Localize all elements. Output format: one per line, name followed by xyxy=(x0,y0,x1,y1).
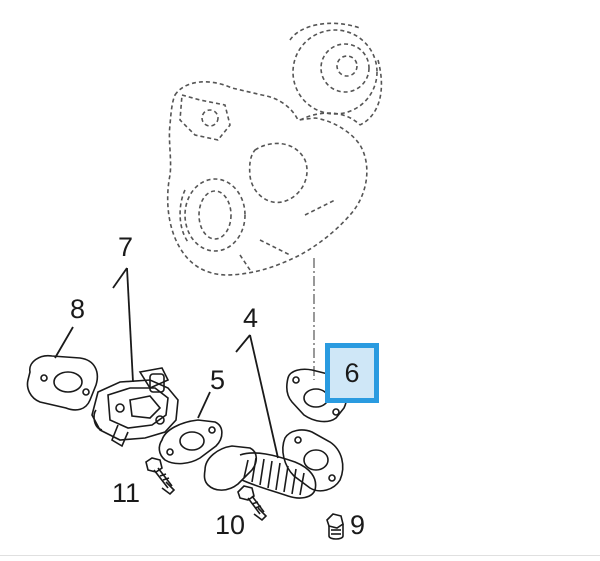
part-8-gasket[interactable] xyxy=(26,354,99,411)
callout-9[interactable]: 9 xyxy=(350,510,366,540)
part-11-bolt[interactable] xyxy=(145,457,176,496)
leader-lines xyxy=(54,267,279,459)
callout-8[interactable]: 8 xyxy=(70,294,86,324)
turbocharger-phantom xyxy=(166,22,383,276)
part-9-bolt[interactable] xyxy=(326,513,344,540)
callout-4[interactable]: 4 xyxy=(243,303,259,333)
part-5-gasket[interactable] xyxy=(158,419,223,465)
callout-6-label: 6 xyxy=(344,357,360,388)
bottom-divider xyxy=(0,555,600,556)
part-10-bolt[interactable] xyxy=(237,485,268,522)
part-7-valve-assembly[interactable] xyxy=(91,367,179,448)
callout-7[interactable]: 7 xyxy=(118,232,134,262)
callout-5[interactable]: 5 xyxy=(210,365,226,395)
callout-10[interactable]: 10 xyxy=(215,510,246,540)
part-4-flexible-pipe[interactable] xyxy=(203,429,344,499)
callout-11[interactable]: 11 xyxy=(112,478,141,508)
callout-6-selected[interactable]: 6 xyxy=(325,343,379,403)
